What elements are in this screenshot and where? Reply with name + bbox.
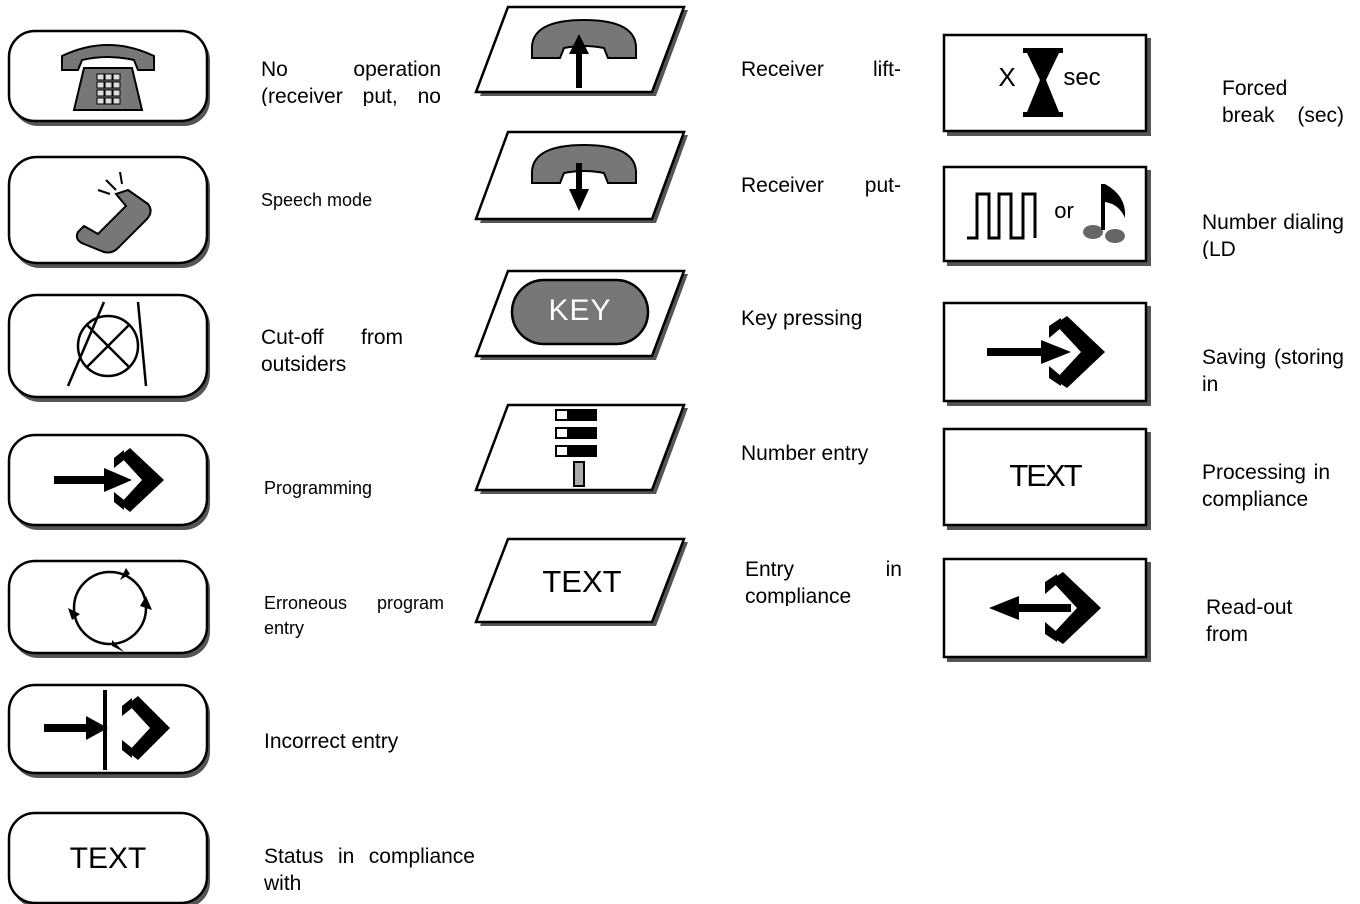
incorrect-entry-label: Incorrect entry: [264, 730, 399, 753]
cut-off-icon: [66, 301, 148, 387]
saving-arrow-icon: [987, 316, 1105, 388]
status-symbol: TEXT: [7, 811, 210, 904]
programming-arrow-icon: [54, 448, 164, 512]
receiver-lift-icon: [531, 18, 637, 88]
status-label: Status in compliance with: [264, 845, 475, 895]
erroneous-entry-symbol: [7, 559, 210, 660]
key-pressing-label: Key pressing: [741, 307, 863, 330]
entry-compliance-symbol: TEXT: [474, 537, 690, 626]
read-out-symbol: [942, 557, 1153, 662]
pulse-or-tone-icon: [967, 184, 1126, 243]
receiver-put-label: Receiver put-: [741, 174, 901, 197]
entry-box-text: TEXT: [542, 564, 622, 599]
receiver-lift-symbol: [474, 5, 690, 96]
processing-label: Processing in compliance: [1202, 461, 1330, 511]
erroneous-entry-label: Erroneous program entry: [264, 593, 444, 638]
or-text: or: [1054, 198, 1074, 223]
circular-arrows-icon: [68, 568, 152, 652]
forced-break-symbol: X sec: [942, 33, 1153, 136]
handset-speaking-icon: [75, 171, 152, 254]
read-out-arrow-icon: [989, 572, 1101, 644]
cut-off-symbol: [7, 293, 210, 404]
receiver-put-symbol: [474, 130, 690, 223]
speech-mode-symbol: [7, 155, 210, 270]
number-entry-symbol: [474, 403, 690, 494]
cut-off-label: Cut-off from outsiders: [261, 326, 403, 376]
receiver-lift-label: Receiver lift-: [741, 58, 901, 81]
no-operation-label: No operation (receiver put, no: [261, 58, 441, 106]
number-keypad-icon: [555, 409, 597, 487]
forced-break-sec: sec: [1063, 64, 1101, 91]
receiver-put-icon: [531, 143, 637, 211]
telephone-keypad-icon: [61, 44, 155, 111]
number-entry-label: Number entry: [741, 442, 869, 465]
programming-symbol: [7, 433, 210, 532]
saving-symbol: [942, 301, 1153, 406]
saving-label: Saving (storing in: [1202, 346, 1344, 394]
read-out-label: Read-out from: [1206, 596, 1293, 644]
number-dialing-label: Number dialing (LD: [1202, 211, 1344, 259]
forced-break-x: X: [998, 62, 1016, 92]
entry-compliance-label: Entry in compliance: [745, 558, 902, 606]
forced-break-label: Forced break (sec): [1222, 77, 1344, 127]
incorrect-entry-symbol: [7, 683, 210, 780]
blocked-entry-icon: [44, 690, 170, 770]
status-box-text: TEXT: [69, 842, 147, 875]
processing-box-text: TEXT: [1009, 458, 1082, 493]
key-button-icon: [510, 278, 650, 346]
number-dialing-symbol: or: [942, 165, 1153, 266]
hourglass-icon: [1023, 48, 1063, 117]
processing-symbol: TEXT: [942, 427, 1153, 530]
key-pressing-symbol: KEY: [474, 269, 690, 360]
speech-mode-label: Speech mode: [261, 190, 373, 210]
key-text: KEY: [548, 294, 612, 327]
no-operation-symbol: [7, 29, 210, 126]
programming-label: Programming: [264, 478, 373, 498]
